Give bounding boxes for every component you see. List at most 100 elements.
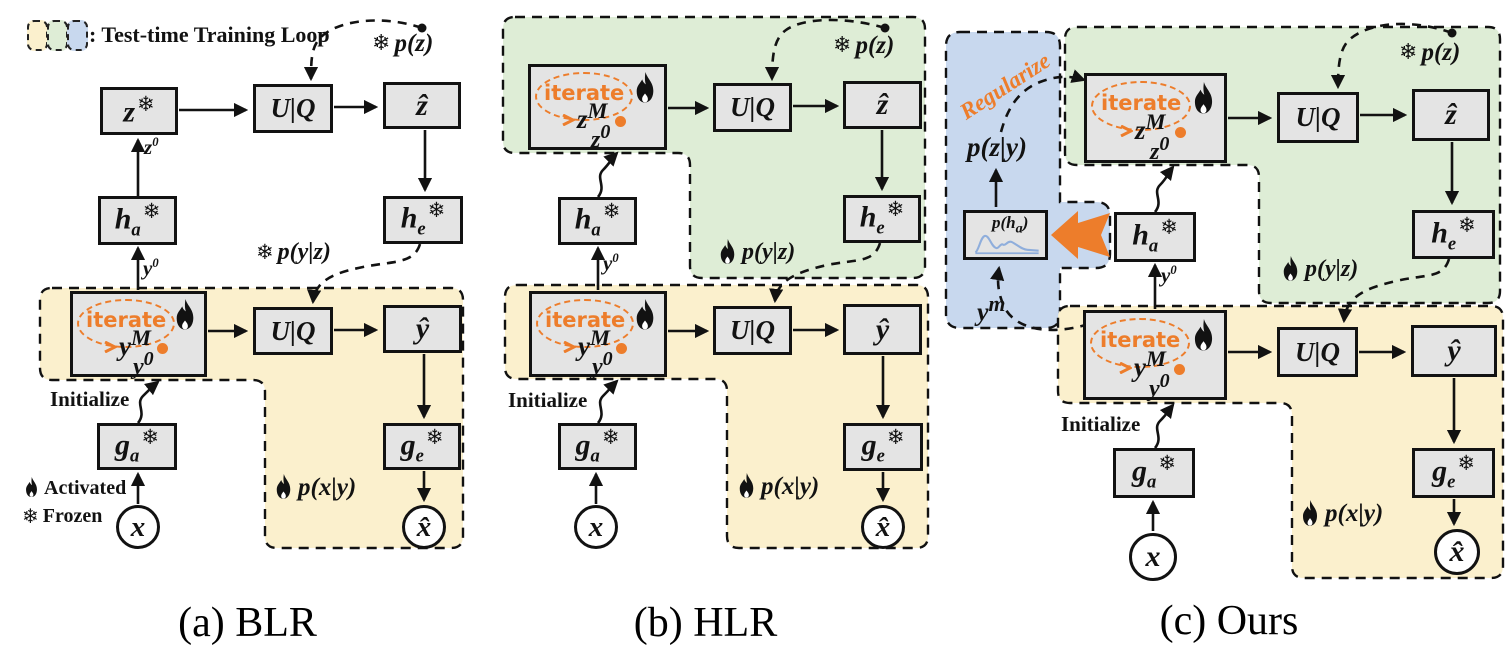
pha-box-label: p(ha): [992, 213, 1029, 237]
iterate-loop-ellipse: [77, 299, 175, 348]
iterate-box-a: iterate yM y0: [70, 291, 207, 380]
label-initialize-b: Initialize: [508, 388, 588, 412]
legend-frozen: ❄ Frozen: [22, 504, 103, 528]
node-zhat-a: ẑ: [383, 82, 461, 129]
node-ga-c: ga❄: [1113, 448, 1195, 498]
arrow-ha-to-iterate-c: [1153, 165, 1175, 213]
iterate-var-M: zM: [1135, 109, 1166, 145]
snowflake-icon: ❄: [141, 424, 159, 449]
label-pz-c: ❄ p(z): [1399, 39, 1461, 66]
snowflake-icon: ❄: [833, 32, 852, 58]
loop-arrowhead-icon: [1119, 362, 1132, 374]
iterate-label: iterate: [1101, 91, 1182, 115]
label-initialize-c: Initialize: [1061, 412, 1141, 436]
snowflake-icon: ❄: [1399, 39, 1418, 65]
snowflake-icon: ❄: [1457, 451, 1475, 476]
label-y0-a: y0: [143, 256, 159, 280]
dashed-pz-to-uq-b: [764, 18, 886, 82]
loop-arrowhead-icon: [1120, 125, 1133, 137]
iterate-loop-ellipse: [1090, 318, 1190, 368]
node-uq-top-b: U|Q: [713, 83, 792, 132]
loop-start-dot: [1175, 127, 1186, 138]
iterate-label: iterate: [545, 308, 626, 332]
legend-swatch-blue: [67, 20, 88, 51]
node-uq-bottom-b: U|Q: [713, 306, 792, 355]
label-pxy-b: p(x|y): [736, 473, 819, 499]
node-he-b: he❄: [843, 195, 921, 243]
block-arrow-ha-to-pha-icon: [1051, 211, 1110, 259]
input-node-x-a: x: [116, 505, 160, 549]
iterate-var-0: y0: [133, 348, 154, 380]
input-node-x-c: x: [1129, 533, 1177, 581]
loop-arrowhead-icon: [104, 341, 117, 353]
label-ym-c: ym: [977, 292, 1006, 327]
input-node-x-b: x: [574, 505, 618, 549]
arrow-initialize-b: [596, 379, 619, 424]
flame-icon: [273, 474, 294, 500]
iterate-var-M: yM: [1134, 346, 1166, 382]
node-he-a: he❄: [383, 196, 463, 244]
dashed-pz-to-uq-c: [1330, 22, 1453, 90]
snowflake-icon: ❄: [372, 30, 391, 56]
arrow-initialize-a: [136, 380, 160, 424]
loop-start-dot: [157, 343, 168, 354]
label-pyz-b: p(y|z): [717, 239, 795, 265]
iterate-var-0: z0: [591, 121, 611, 153]
output-node-xhat-b: x̂: [861, 505, 905, 549]
label-z0-a: z0: [144, 135, 159, 159]
iterate-loop-ellipse: [1091, 81, 1191, 131]
snowflake-icon: ❄: [1458, 212, 1476, 237]
snowflake-icon: ❄: [886, 425, 905, 450]
caption-c: (c) Ours: [1159, 598, 1299, 644]
node-yhat-a: ŷ: [383, 305, 462, 353]
node-pha-c: p(ha): [963, 210, 1048, 260]
iterate-loop-ellipse: [536, 299, 634, 348]
snowflake-icon: ❄: [602, 199, 621, 224]
label-pz-b: ❄ p(z): [833, 32, 895, 59]
caption-b: (b) HLR: [633, 600, 778, 646]
iterate-loop-ellipse: [535, 72, 633, 121]
iterate-var-M: zM: [577, 98, 608, 134]
snowflake-icon: ❄: [137, 92, 155, 117]
iterate-box-yellow-c: iterate yM y0: [1083, 310, 1227, 402]
node-uq-top-c: U|Q: [1277, 92, 1359, 143]
label-y0-c: y0: [1161, 263, 1177, 287]
loop-arrowhead-icon: [562, 114, 575, 126]
label-pyz-a: ❄ p(y|z): [256, 239, 331, 265]
snowflake-icon: ❄: [425, 424, 444, 449]
legend-swatch-green: [47, 20, 68, 51]
label-pz-a: ❄ p(z): [372, 30, 434, 57]
iterate-box-green-c: iterate zM z0: [1084, 73, 1227, 164]
node-z-a: z❄: [100, 87, 178, 135]
node-ha-a: ha❄: [98, 196, 177, 245]
output-node-xhat-c: x̂: [1434, 529, 1480, 575]
node-ge-a: ge❄: [383, 423, 461, 470]
iterate-label: iterate: [86, 308, 167, 332]
flame-icon: [1190, 82, 1217, 115]
node-ga-a: ga❄: [97, 423, 177, 470]
node-yhat-b: ŷ: [843, 304, 922, 355]
legend-swatch-yellow: [27, 20, 48, 51]
snowflake-icon: ❄: [1160, 215, 1178, 240]
node-yhat-c: ŷ: [1411, 325, 1497, 377]
node-zhat-b: ẑ: [843, 81, 922, 129]
flame-icon: [717, 239, 738, 265]
iterate-label: iterate: [544, 81, 625, 105]
label-initialize-a: Initialize: [50, 387, 130, 411]
legend-activated: Activated: [23, 477, 126, 498]
density-plot-icon: [974, 234, 1039, 255]
flame-icon: [632, 72, 658, 104]
snowflake-icon: ❄: [601, 424, 620, 449]
dashed-line-dot-a: [417, 23, 427, 33]
node-ga-b: ga❄: [558, 423, 637, 470]
dashed-he-to-uq-c: [1337, 258, 1451, 324]
label-pxy-c: p(x|y): [1299, 500, 1383, 527]
dashed-line-dot-b: [880, 23, 890, 33]
snowflake-icon: ❄: [1158, 451, 1176, 476]
iterate-var-0: y0: [1149, 370, 1170, 402]
iterate-var-0: y0: [592, 348, 613, 380]
loop-start-dot: [1174, 364, 1185, 375]
flame-icon: [23, 477, 40, 498]
arrows-panel-b: [588, 18, 891, 504]
